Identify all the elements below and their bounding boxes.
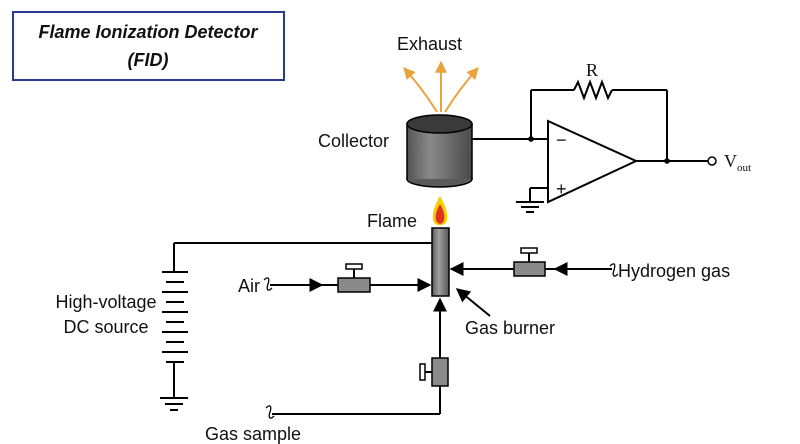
hv-wiring xyxy=(173,242,432,272)
air-label: Air xyxy=(238,276,260,296)
exhaust-arrows xyxy=(403,60,479,113)
collector-label: Collector xyxy=(318,131,389,151)
title-box: Flame Ionization Detector (FID) xyxy=(12,11,285,81)
air-line xyxy=(263,263,432,293)
feedback-network xyxy=(472,79,670,164)
hydrogen-label: Hydrogen gas xyxy=(618,261,730,281)
exhaust-label: Exhaust xyxy=(397,34,462,54)
opamp-plus: + xyxy=(556,179,567,199)
hv-label-line2: DC source xyxy=(63,317,148,337)
sample-label: Gas sample xyxy=(205,424,301,444)
resistor-label: R xyxy=(586,60,598,80)
burner-pointer xyxy=(455,288,491,317)
burner-label: Gas burner xyxy=(465,318,555,338)
hydrogen-line xyxy=(449,247,619,277)
hv-label-line1: High-voltage xyxy=(55,292,156,312)
op-amp xyxy=(516,119,717,213)
flame-label: Flame xyxy=(367,211,417,231)
flame-icon xyxy=(432,196,448,226)
opamp-minus: − xyxy=(556,130,567,150)
collector-cylinder xyxy=(406,114,473,188)
hv-battery xyxy=(160,271,188,411)
title-line1: Flame Ionization Detector xyxy=(38,22,258,42)
sample-line xyxy=(265,297,449,419)
gas-burner xyxy=(431,227,450,297)
title-line2: (FID) xyxy=(128,50,169,70)
vout-label: Vout xyxy=(724,151,751,174)
